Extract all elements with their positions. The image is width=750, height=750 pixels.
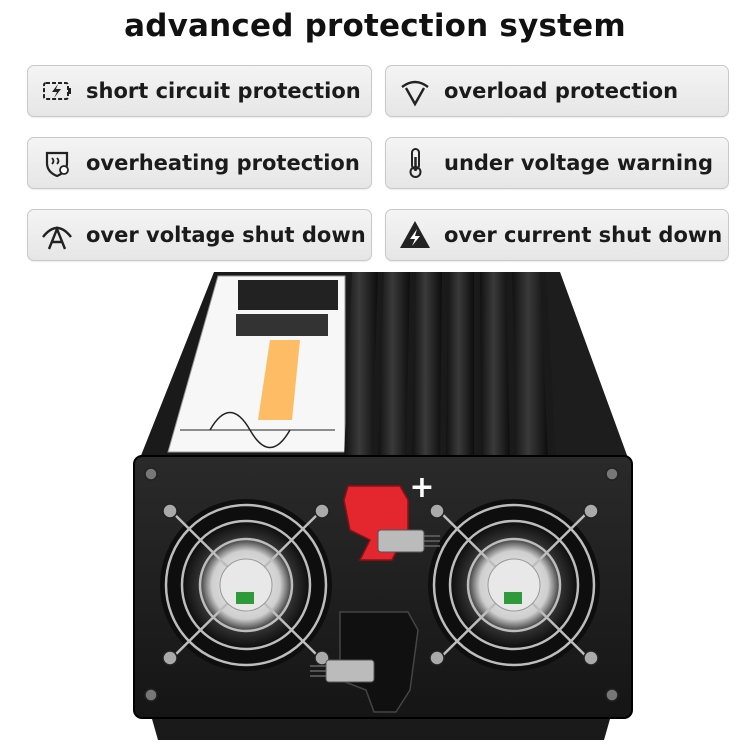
- gauge-icon: [386, 65, 444, 117]
- battery-bolt-icon: [28, 65, 86, 117]
- positive-terminal: [343, 485, 440, 561]
- page-title: advanced protection system: [124, 8, 626, 44]
- feature-card-overload: overload protection: [385, 65, 729, 117]
- feature-card-over-voltage: over voltage shut down: [27, 209, 372, 261]
- cooling-fan-left: [160, 499, 332, 671]
- positive-polarity-mark: +: [409, 470, 434, 505]
- negative-terminal: [310, 611, 419, 713]
- feature-card-short-circuit: short circuit protection: [27, 65, 372, 117]
- feature-label: over current shut down: [444, 223, 723, 247]
- heat-sink-fins: [344, 272, 628, 458]
- feature-card-overheating: overheating protection: [27, 137, 372, 189]
- power-inverter-image: +: [133, 272, 633, 740]
- feature-card-under-voltage: under voltage warning: [385, 137, 729, 189]
- heat-shield-icon: [28, 137, 86, 189]
- feature-card-over-current: over current shut down: [385, 209, 729, 261]
- arc-voltage-icon: [28, 209, 86, 261]
- feature-label: under voltage warning: [444, 151, 714, 175]
- cooling-fan-right: [428, 499, 600, 671]
- feature-label: overheating protection: [86, 151, 360, 175]
- feature-label: short circuit protection: [86, 79, 361, 103]
- feature-label: over voltage shut down: [86, 223, 366, 247]
- warning-bolt-icon: [386, 209, 444, 261]
- thermometer-icon: [386, 137, 444, 189]
- feature-label: overload protection: [444, 79, 679, 103]
